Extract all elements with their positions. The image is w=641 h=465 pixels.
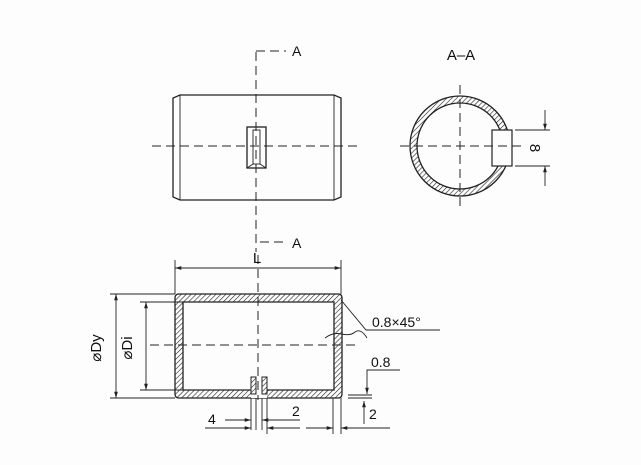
slot-dim-2-label: 2 [292,403,300,419]
outer-diameter-label: ⌀Dy [88,334,105,362]
edge-offset-label: 0.8 [371,354,391,370]
slot-outline [246,126,267,169]
section-mark-bottom: A [292,235,302,251]
longitudinal-section [110,255,440,434]
slot-width-label: 8 [526,144,543,152]
section-title: A–A [447,47,475,64]
section-mark-top: A [292,43,302,59]
inner-diameter-label: ⌀Di [119,336,136,359]
slot-dim-4-label: 4 [208,411,216,427]
chamfer-label: 0.8×45° [372,314,421,330]
slot-section [491,129,513,167]
length-label: L [253,250,261,267]
front-view [152,50,358,252]
end-dim-2-label: 2 [369,406,377,422]
section-view [400,85,550,210]
